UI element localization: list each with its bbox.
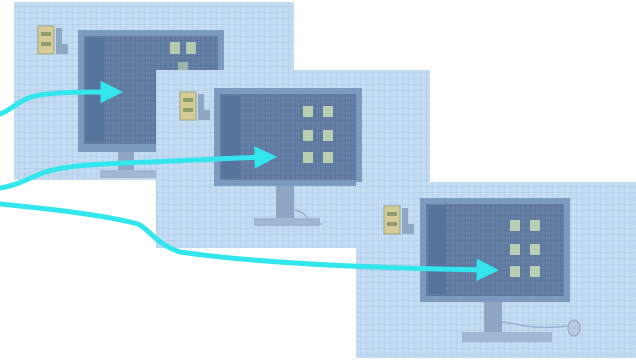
screen-icon — [323, 152, 333, 163]
screen-icon — [170, 42, 180, 54]
screen-icon — [323, 106, 333, 117]
screen-icon — [530, 220, 540, 231]
screen-icon — [303, 130, 313, 141]
monitor-stand — [484, 302, 502, 334]
screen-icon — [510, 244, 520, 255]
monitor-sidebar — [222, 96, 240, 178]
mouse-icon — [568, 320, 580, 336]
monitor-sidebar — [428, 206, 446, 294]
screen-icon — [530, 244, 540, 255]
screen-icon — [510, 220, 520, 231]
screen-icon — [303, 152, 313, 163]
monitor-screen — [220, 94, 356, 180]
screen-icon — [186, 42, 196, 54]
monitor-screen — [426, 204, 564, 296]
monitor-stand — [276, 186, 294, 220]
screen-icon — [530, 266, 540, 277]
keyboard — [462, 332, 552, 342]
monitor-base — [100, 170, 160, 178]
monitor-base — [254, 218, 320, 226]
screen-icon — [303, 106, 313, 117]
screen-icon — [323, 130, 333, 141]
screen-icon — [510, 266, 520, 277]
